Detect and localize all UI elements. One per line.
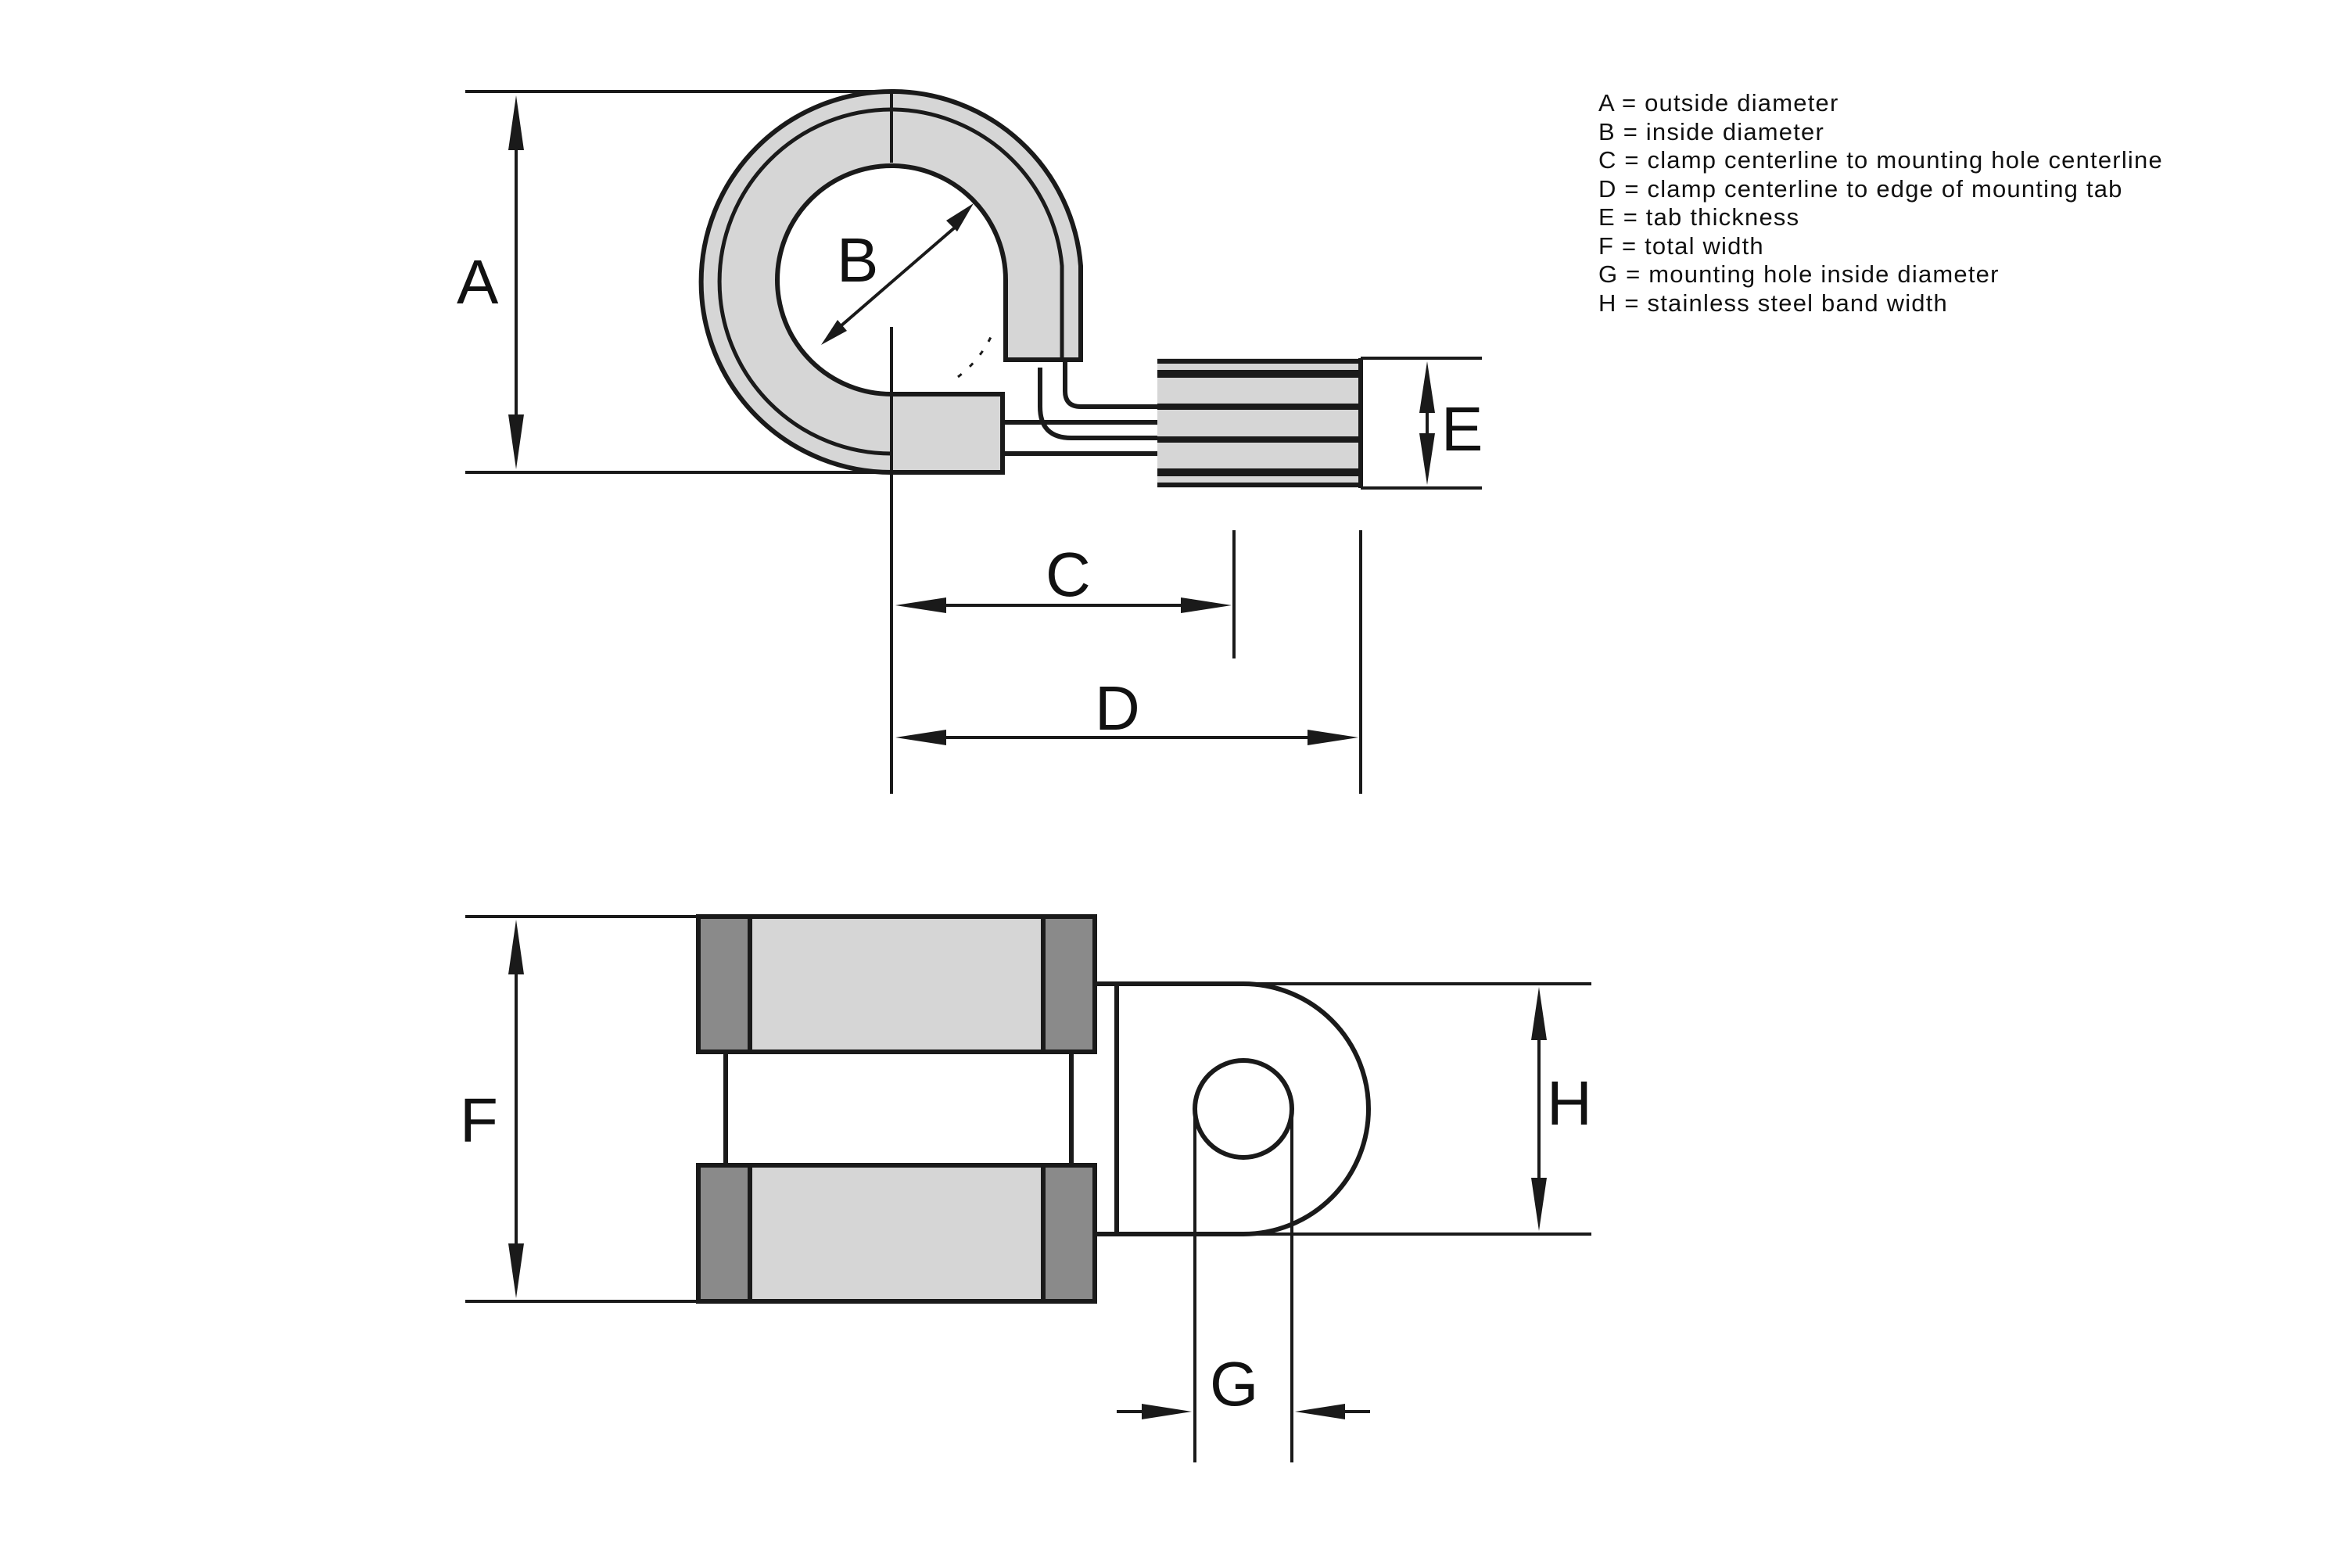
label-a: A [457, 247, 499, 317]
lower-cushion [696, 1163, 1097, 1304]
legend-item-d: D = clamp centerline to edge of mounting… [1598, 174, 2123, 203]
dimension-h [1243, 982, 1591, 1236]
label-e: E [1441, 394, 1483, 464]
dimension-g [1117, 1109, 1370, 1462]
band-connector [1003, 360, 1157, 456]
clamp-side-view [698, 88, 1363, 794]
label-c: C [1046, 540, 1091, 609]
mounting-tab [1157, 358, 1363, 488]
upper-cushion [696, 914, 1097, 1054]
legend-item-g: G = mounting hole inside diameter [1598, 260, 2000, 288]
legend-item-b: B = inside diameter [1598, 117, 1825, 145]
mounting-hole [1193, 1058, 1294, 1160]
legend: A = outside diameter B = inside diameter… [1598, 89, 2163, 318]
dimension-e [1361, 357, 1482, 490]
legend-item-c: C = clamp centerline to mounting hole ce… [1598, 146, 2163, 174]
dimension-c [895, 530, 1236, 658]
cushion-ring [698, 88, 1083, 475]
label-d: D [1095, 673, 1140, 743]
label-f: F [460, 1085, 498, 1155]
legend-item-h: H = stainless steel band width [1598, 289, 1948, 317]
label-b: B [837, 225, 878, 295]
legend-item-a: A = outside diameter [1598, 89, 1839, 117]
dimension-d [895, 530, 1362, 794]
legend-item-e: E = tab thickness [1598, 203, 1800, 231]
dimension-f [465, 915, 698, 1303]
tab-plan [1095, 981, 1371, 1236]
legend-item-f: F = total width [1598, 231, 1764, 260]
label-h: H [1547, 1068, 1592, 1138]
label-g: G [1210, 1349, 1258, 1419]
clamp-top-view [696, 914, 1371, 1304]
dimension-b [821, 203, 974, 345]
dimension-a [465, 90, 891, 474]
